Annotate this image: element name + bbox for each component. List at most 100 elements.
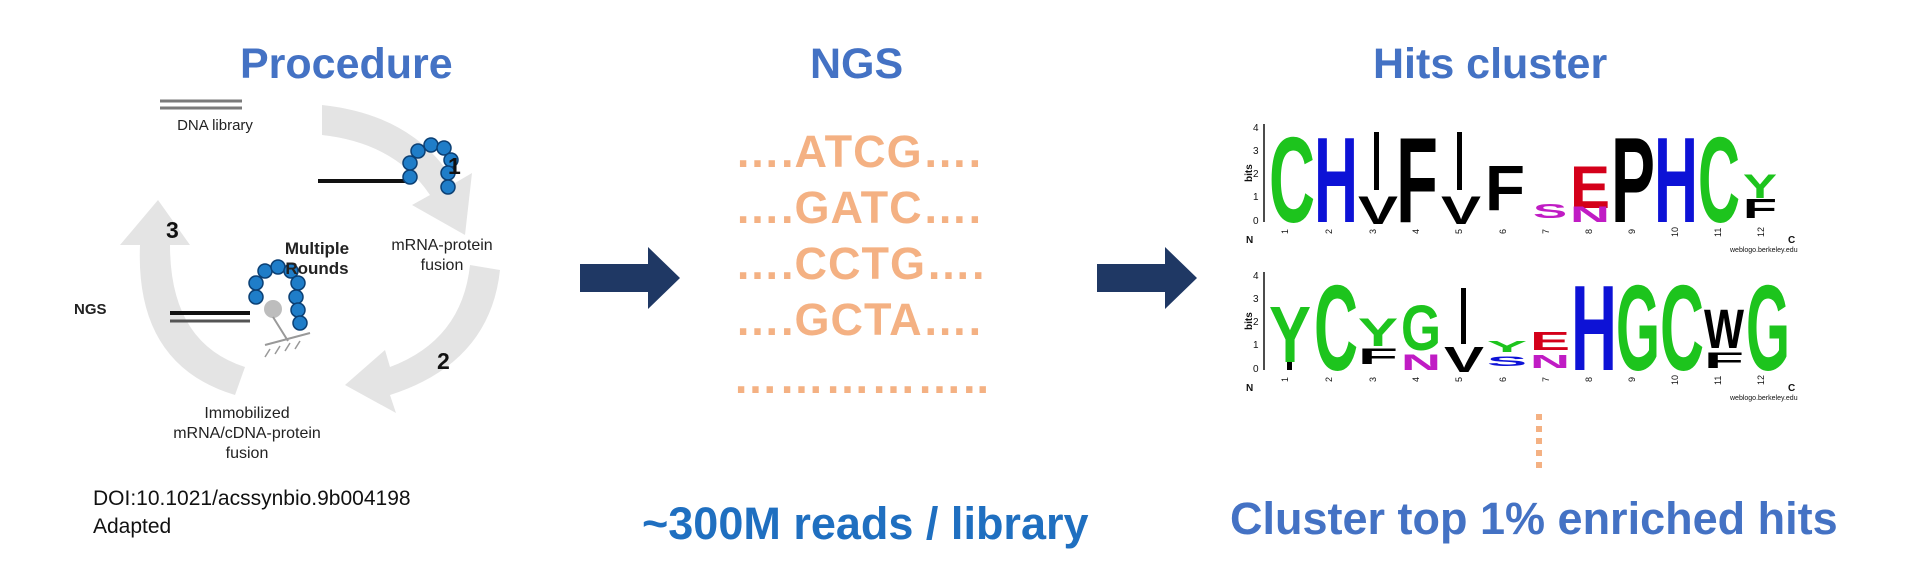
svg-text:4: 4	[1411, 377, 1421, 382]
svg-text:C: C	[1314, 266, 1358, 396]
svg-text:0: 0	[1253, 364, 1259, 375]
procedure-title: Procedure	[240, 40, 453, 88]
immobilized-label: Immobilized mRNA/cDNA-protein fusion	[173, 405, 321, 462]
sequence-3: ….CCTG….	[735, 238, 986, 289]
doi-text: DOI:10.1021/acssynbio.9b004198	[93, 487, 411, 510]
svg-text:N: N	[1530, 352, 1570, 372]
svg-text:H: H	[1314, 118, 1358, 248]
arrow-1-shape	[322, 105, 472, 235]
svg-text:bits: bits	[1244, 164, 1255, 182]
svg-text:1: 1	[1253, 340, 1259, 351]
svg-text:G: G	[1616, 266, 1660, 396]
arrow-3-shape	[120, 200, 245, 395]
svg-text:N: N	[1246, 383, 1253, 394]
logo-1-letters: C H V F V F S E N P H C Y F	[1269, 112, 1777, 248]
svg-text:3: 3	[1253, 294, 1259, 305]
svg-text:C: C	[1788, 235, 1795, 246]
svg-text:Y: Y	[1743, 168, 1777, 206]
svg-text:9: 9	[1627, 229, 1637, 234]
svg-text:P: P	[1611, 118, 1655, 248]
svg-text:C: C	[1698, 118, 1740, 248]
svg-text:8: 8	[1584, 229, 1594, 234]
svg-text:5: 5	[1454, 377, 1464, 382]
svg-text:0: 0	[1253, 216, 1259, 227]
svg-text:4: 4	[1411, 229, 1421, 234]
svg-text:11: 11	[1713, 228, 1723, 237]
svg-text:10: 10	[1670, 375, 1680, 385]
cluster-caption: Cluster top 1% enriched hits	[1230, 493, 1838, 544]
svg-text:2: 2	[1253, 317, 1259, 328]
sequence-4: ….GCTA….	[735, 294, 983, 345]
svg-text:weblogo.berkeley.edu: weblogo.berkeley.edu	[1729, 395, 1798, 402]
svg-text:V: V	[1358, 189, 1398, 233]
cycle-graphic	[120, 99, 500, 413]
svg-text:6: 6	[1498, 229, 1508, 234]
svg-text:F: F	[1743, 193, 1777, 224]
dna-library-label: DNA library	[177, 117, 253, 134]
svg-text:6: 6	[1498, 377, 1508, 382]
svg-text:7: 7	[1541, 377, 1551, 382]
svg-text:2: 2	[1253, 169, 1259, 180]
svg-text:N: N	[1246, 235, 1253, 246]
svg-text:V: V	[1444, 339, 1484, 380]
svg-text:weblogo.berkeley.edu: weblogo.berkeley.edu	[1729, 247, 1798, 254]
svg-text:F: F	[1396, 118, 1438, 248]
svg-text:3: 3	[1368, 377, 1378, 382]
flow-arrow-1	[580, 247, 680, 309]
step-2-label: 2	[437, 348, 450, 374]
svg-text:N: N	[1570, 202, 1610, 227]
svg-text:C: C	[1660, 266, 1704, 396]
svg-text:5: 5	[1454, 229, 1464, 234]
fusion-label: mRNA-protein fusion	[391, 237, 493, 274]
svg-text:1: 1	[1280, 229, 1290, 234]
svg-text:4: 4	[1253, 123, 1259, 134]
svg-text:8: 8	[1584, 377, 1594, 382]
svg-text:E: E	[1530, 326, 1570, 356]
svg-text:2: 2	[1324, 377, 1334, 382]
svg-text:12: 12	[1756, 227, 1766, 237]
svg-text:H: H	[1654, 118, 1698, 248]
svg-text:Y: Y	[1358, 311, 1398, 355]
hits-title: Hits cluster	[1373, 40, 1608, 88]
svg-text:H: H	[1571, 266, 1617, 396]
svg-text:F: F	[1485, 152, 1525, 224]
svg-text:3: 3	[1368, 229, 1378, 234]
multiple-rounds-label: Multiple Rounds	[284, 239, 350, 278]
more-logos-dots	[1536, 414, 1542, 470]
svg-text:F: F	[1704, 348, 1744, 373]
svg-text:12: 12	[1756, 375, 1766, 385]
svg-text:bits: bits	[1244, 312, 1255, 330]
fusion-protein-beads	[402, 137, 459, 195]
svg-text:V: V	[1441, 189, 1481, 233]
svg-text:W: W	[1704, 297, 1744, 360]
svg-text:11: 11	[1713, 376, 1723, 385]
ngs-title: NGS	[810, 40, 904, 88]
svg-text:3: 3	[1253, 146, 1259, 157]
svg-text:E: E	[1570, 154, 1610, 221]
arrow-2-shape	[345, 265, 500, 413]
step-3-label: 3	[166, 217, 179, 243]
svg-text:Y: Y	[1487, 339, 1528, 356]
svg-text:N: N	[1401, 350, 1441, 375]
logo-2-letters: Y C Y F N G V Y S E N H G C W F G	[1269, 260, 1790, 396]
svg-text:1: 1	[1253, 192, 1259, 203]
svg-text:1: 1	[1280, 377, 1290, 382]
immobilized-protein-beads	[248, 259, 308, 331]
svg-text:G: G	[1401, 292, 1441, 364]
ngs-side-label: NGS	[74, 301, 107, 318]
step-1-label: 1	[448, 153, 461, 179]
svg-text:10: 10	[1670, 227, 1680, 237]
sequence-2: ….GATC….	[735, 182, 983, 233]
svg-text:S: S	[1533, 201, 1567, 223]
sequence-1: ….ATCG….	[735, 126, 983, 177]
svg-text:S: S	[1487, 353, 1527, 369]
flow-arrow-2	[1097, 247, 1197, 309]
adapted-text: Adapted	[93, 515, 172, 538]
bead-anchor	[264, 300, 282, 318]
svg-text:7: 7	[1541, 229, 1551, 234]
svg-text:C: C	[1269, 118, 1315, 248]
svg-text:4: 4	[1253, 271, 1259, 282]
sequence-ellipsis: ……………..	[733, 352, 991, 403]
